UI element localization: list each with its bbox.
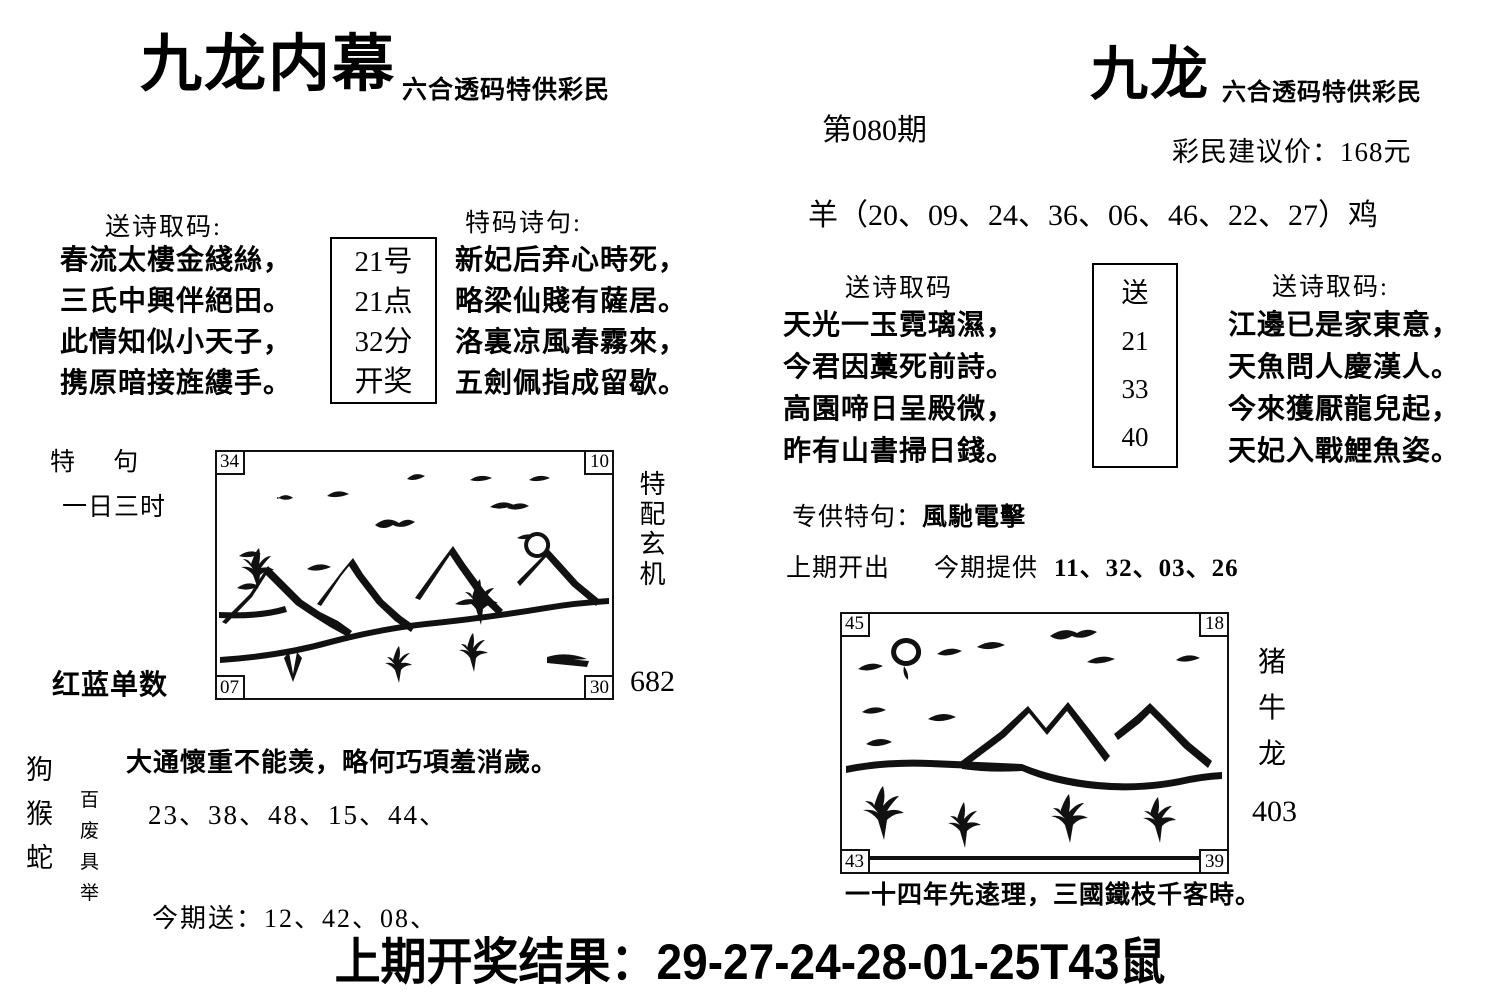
brand-subtitle-left: 六合透码特供彩民	[402, 77, 611, 104]
idiom-vertical-left: 百 废 具 举	[80, 785, 99, 909]
corner-number-bottom-left: 07	[217, 675, 245, 698]
te-ju-label: 特 句	[50, 449, 155, 476]
zodiac-item: 猴	[26, 799, 53, 829]
landscape-picture-right: 45 18 43 39	[840, 612, 1229, 874]
send-poem-right-2: 江邊已是家東意， 天魚問人慶漢人。 今來獲厭龍兒起， 天妃入戰鯉魚姿。	[1228, 305, 1460, 473]
draw-box-line: 32分	[354, 326, 413, 358]
landscape-picture-left: 34 10 07 30	[215, 450, 614, 700]
idiom-char: 具	[80, 852, 100, 873]
send-poem-right-1: 天光一玉霓璃濕， 今君因藁死前詩。 高園啼日呈殿微， 昨有山書掃日錢。	[783, 305, 1015, 473]
draw-box-line: 21点	[354, 286, 413, 318]
teama-poem: 新妃后弃心時死， 略梁仙賤有薩居。 洛裏凉風春霧來， 五劍佩指成留歇。	[455, 240, 687, 404]
poem-line: 江邊已是家東意，	[1228, 310, 1461, 341]
poem-line: 春流太樓金綫絲，	[60, 245, 293, 276]
send-poem-label-left: 送诗取码:	[105, 214, 222, 241]
poem-line: 今來獲厭龍兒起，	[1228, 394, 1461, 425]
special-phrase-label: 专供特句：	[792, 504, 923, 531]
zodiac-item: 牛	[1258, 693, 1287, 724]
landscape-drawing-right	[846, 629, 1222, 860]
send-number-box: 送 21 33 40	[1092, 263, 1178, 468]
brand-title-right: 九龙	[1090, 40, 1211, 108]
poem-line: 三氏中興伴絕田。	[60, 286, 293, 317]
idiom-char: 举	[80, 883, 100, 904]
poem-line: 五劍佩指成留歇。	[455, 368, 688, 399]
corner-number-top-right: 18	[1199, 614, 1227, 637]
previous-draw-result: 上期开奖结果：29-27-24-28-01-25T43鼠	[334, 934, 1166, 990]
send-poem-label-right-1: 送诗取码	[845, 275, 954, 302]
poem-line: 新妃后弃心時死，	[455, 245, 688, 276]
zodiac-three-right: 猪 牛 龙	[1258, 640, 1286, 778]
poem-line: 昨有山書掃日錢。	[783, 436, 1016, 467]
zodiac-item: 龙	[1258, 739, 1287, 770]
previous-open-row: 上期开出 今期提供 11、32、03、26	[786, 548, 1239, 584]
draw-time-box: 21号 21点 32分 开奖	[330, 237, 437, 404]
zodiac-item: 猪	[1258, 647, 1287, 678]
special-phrase-value: 風馳電擊	[922, 504, 1027, 531]
draw-box-line: 开奖	[354, 366, 413, 398]
hong-lan-label: 红蓝单数	[52, 670, 169, 701]
poem-line: 天妃入戰鯉魚姿。	[1228, 436, 1461, 467]
send-poem-label-right-2: 送诗取码:	[1272, 274, 1389, 301]
poem-line: 洛裏凉風春霧來，	[455, 327, 688, 358]
zodiac-item: 狗	[26, 755, 53, 785]
right-side-number: 403	[1252, 795, 1297, 828]
corner-number-top-left: 34	[217, 452, 245, 475]
special-phrase-row: 专供特句：風馳電擊	[792, 497, 1026, 533]
poem-line: 今君因藁死前詩。	[783, 352, 1016, 383]
corner-number-bottom-right: 39	[1199, 849, 1227, 872]
corner-number-top-right: 10	[584, 452, 612, 475]
left-side-number: 682	[630, 665, 675, 698]
poem-line: 天魚問人慶漢人。	[1228, 352, 1461, 383]
left-numbers: 23、38、48、15、44、	[148, 800, 448, 830]
send-poem-left: 春流太樓金綫絲， 三氏中興伴絕田。 此情知似小天子， 携原暗接旌縷手。	[60, 240, 292, 404]
brand-subtitle-right: 六合透码特供彩民	[1222, 80, 1422, 106]
send-box-line: 21	[1121, 326, 1149, 356]
poem-line: 天光一玉霓璃濕，	[783, 310, 1016, 341]
corner-number-top-left: 45	[842, 614, 870, 637]
this-issue-numbers: 11、32、03、26	[1054, 555, 1239, 582]
zodiac-number-line: 羊（20、09、24、36、06、46、22、27）鸡	[808, 199, 1378, 232]
poem-line: 携原暗接旌縷手。	[60, 368, 293, 399]
previous-open-label: 上期开出	[786, 555, 891, 582]
right-phrase: 一十四年先逺理，三國鐵枝千客時。	[845, 882, 1262, 909]
send-box-line: 33	[1121, 374, 1149, 404]
te-pei-xuan-ji-label: 特配玄机	[636, 470, 665, 590]
poem-line: 此情知似小天子，	[60, 327, 293, 358]
te-ju-text: 一日三时	[62, 494, 167, 521]
suggested-price: 彩民建议价：168元	[1172, 137, 1412, 167]
idiom-char: 百	[80, 790, 100, 811]
idiom-char: 废	[80, 821, 100, 842]
left-send-now: 今期送：12、42、08、	[152, 904, 439, 933]
landscape-drawing-left	[219, 474, 609, 683]
this-issue-label: 今期提供	[934, 555, 1039, 582]
corner-number-bottom-left: 43	[842, 849, 870, 872]
corner-number-bottom-right: 30	[584, 675, 612, 698]
send-box-line: 40	[1121, 422, 1149, 452]
poem-line: 略梁仙賤有薩居。	[455, 286, 688, 317]
brand-title-left: 九龙内幕	[140, 27, 397, 100]
left-phrase: 大通懷重不能羡，略何巧項羞消歲。	[126, 748, 559, 777]
issue-number: 第080期	[822, 114, 927, 147]
send-box-line: 送	[1121, 278, 1149, 308]
poem-line: 高園啼日呈殿微，	[783, 394, 1016, 425]
zodiac-three-left: 狗 猴 蛇	[26, 748, 53, 880]
zodiac-item: 蛇	[26, 843, 53, 873]
teama-poem-label: 特码诗句:	[465, 210, 582, 237]
draw-box-line: 21号	[354, 246, 413, 278]
